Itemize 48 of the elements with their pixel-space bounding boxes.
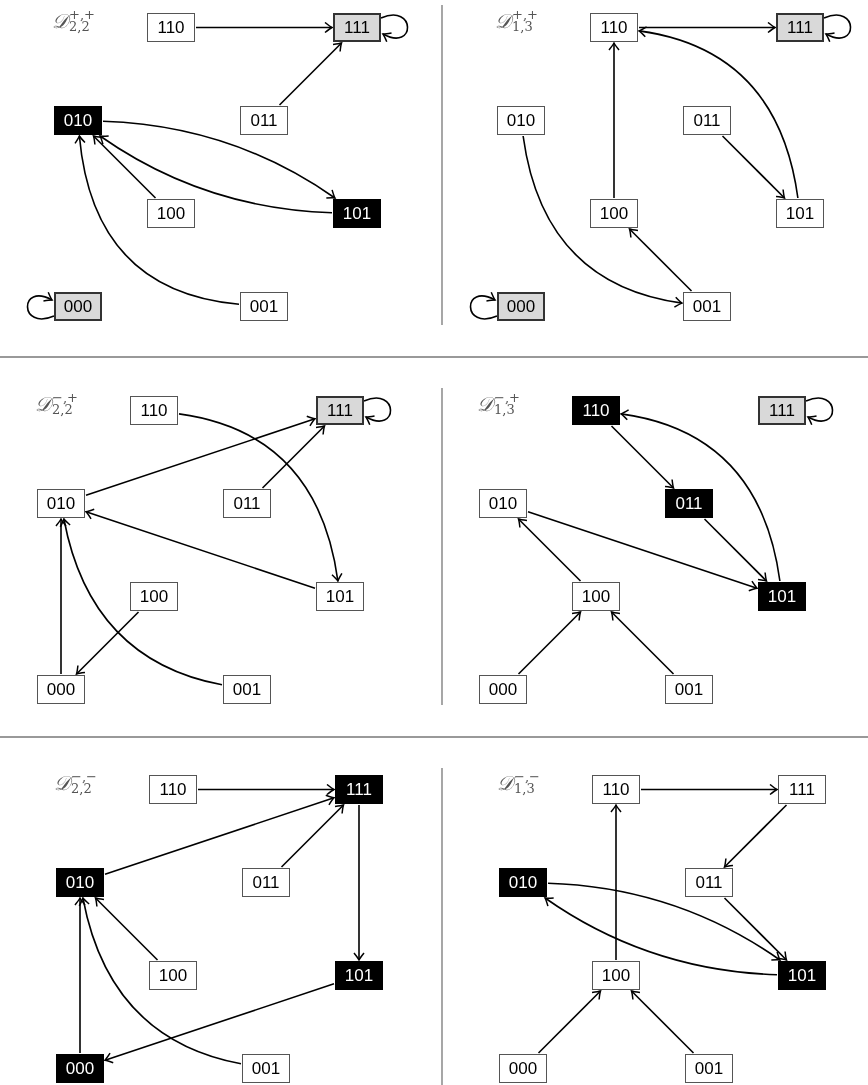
state-box: 101 <box>778 961 826 990</box>
state-box: 111 <box>333 13 381 42</box>
state-box: 011 <box>665 489 713 518</box>
state-box: 111 <box>778 775 826 804</box>
state-box: 011 <box>240 106 288 135</box>
state-box: 111 <box>316 396 364 425</box>
state-box: 100 <box>149 961 197 990</box>
state-box: 010 <box>479 489 527 518</box>
state-box: 010 <box>54 106 102 135</box>
state-box: 001 <box>665 675 713 704</box>
state-box: 100 <box>147 199 195 228</box>
state-box: 110 <box>592 775 640 804</box>
state-box: 000 <box>479 675 527 704</box>
state-box: 001 <box>240 292 288 321</box>
state-box: 000 <box>497 292 545 321</box>
state-box: 001 <box>685 1054 733 1083</box>
state-box: 010 <box>56 868 104 897</box>
state-box: 101 <box>335 961 383 990</box>
state-box: 110 <box>572 396 620 425</box>
state-box: 101 <box>316 582 364 611</box>
state-box: 011 <box>223 489 271 518</box>
state-box: 000 <box>56 1054 104 1083</box>
state-box: 000 <box>37 675 85 704</box>
state-box: 111 <box>776 13 824 42</box>
state-box: 011 <box>683 106 731 135</box>
state-box: 000 <box>54 292 102 321</box>
state-box: 110 <box>130 396 178 425</box>
state-box: 101 <box>758 582 806 611</box>
state-box: 111 <box>758 396 806 425</box>
state-box: 110 <box>147 13 195 42</box>
state-box: 100 <box>130 582 178 611</box>
state-box: 001 <box>223 675 271 704</box>
state-box: 010 <box>497 106 545 135</box>
state-box: 001 <box>242 1054 290 1083</box>
state-box: 110 <box>590 13 638 42</box>
state-box: 010 <box>37 489 85 518</box>
state-box: 011 <box>242 868 290 897</box>
state-box: 111 <box>335 775 383 804</box>
state-box: 010 <box>499 868 547 897</box>
state-box: 100 <box>592 961 640 990</box>
state-box: 100 <box>572 582 620 611</box>
state-box: 011 <box>685 868 733 897</box>
state-box: 001 <box>683 292 731 321</box>
state-box: 101 <box>776 199 824 228</box>
state-box: 101 <box>333 199 381 228</box>
state-box: 000 <box>499 1054 547 1083</box>
state-box: 100 <box>590 199 638 228</box>
state-box: 110 <box>149 775 197 804</box>
